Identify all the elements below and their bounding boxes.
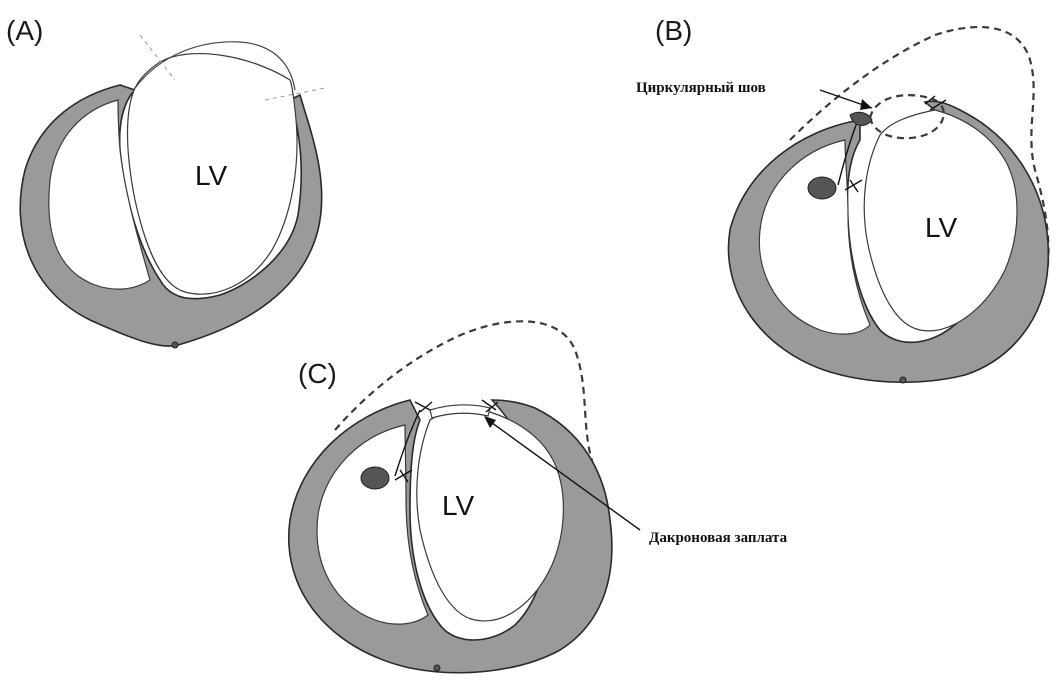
panel-a-apex-dot bbox=[172, 342, 178, 348]
panel-c: (C) Дакроновая заплата LV bbox=[289, 321, 788, 672]
panel-a-label: (A) bbox=[6, 15, 43, 46]
panel-b-callout-text: Циркулярный шов bbox=[636, 80, 766, 96]
panel-b-apex-dot bbox=[900, 377, 906, 383]
panel-c-callout-text: Дакроновая заплата bbox=[649, 530, 788, 546]
panel-c-septal-knot bbox=[361, 467, 389, 489]
panel-b-label: (B) bbox=[655, 15, 692, 46]
panel-c-patch-knot-left bbox=[415, 402, 432, 412]
panel-a: (A) LV bbox=[6, 15, 325, 348]
panel-b-callout-arrowhead bbox=[860, 99, 872, 110]
panel-c-lv-label: LV bbox=[442, 490, 474, 521]
panel-b-lv-label: LV bbox=[925, 212, 957, 243]
panel-b-septal-knot bbox=[808, 177, 836, 199]
panel-c-label: (C) bbox=[298, 358, 337, 389]
panel-c-apex-dot bbox=[434, 665, 440, 671]
panel-b: (B) Циркулярный шов LV bbox=[636, 15, 1048, 383]
panel-a-lv-label: LV bbox=[195, 160, 227, 191]
